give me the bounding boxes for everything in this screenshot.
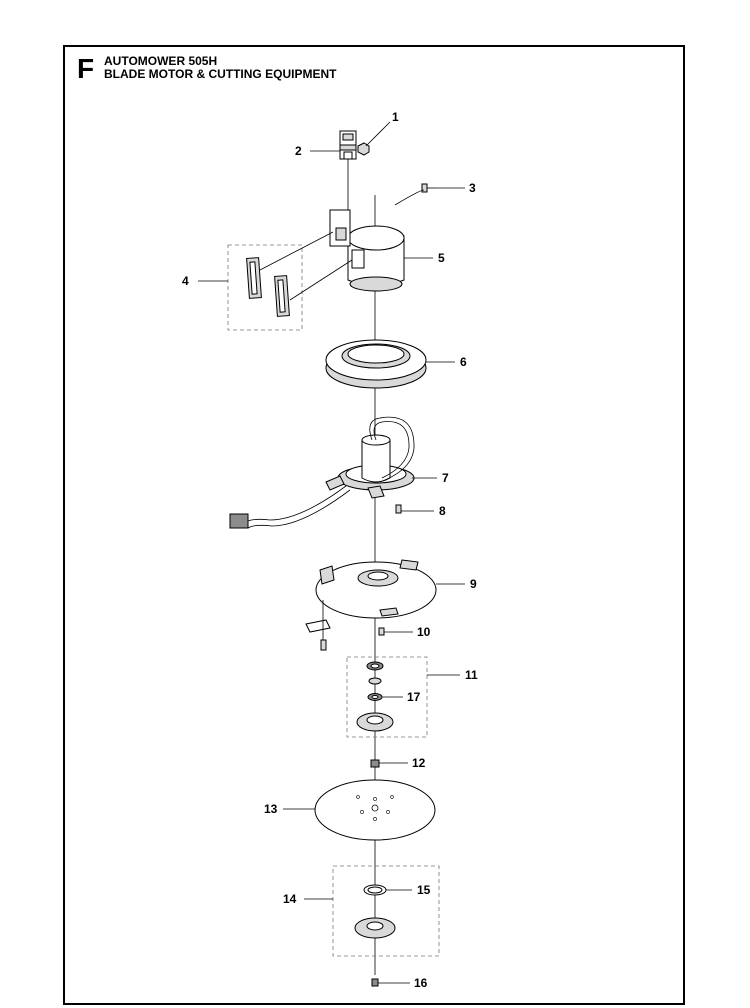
part-11-bearing-kit — [346, 656, 428, 738]
leader-lines — [198, 121, 465, 984]
callout-5: 5 — [438, 251, 445, 265]
part-3-screw — [394, 183, 436, 206]
diagram-title: BLADE MOTOR & CUTTING EQUIPMENT — [104, 67, 337, 81]
part-6-seal-ring — [325, 339, 427, 389]
callout-8: 8 — [439, 504, 446, 518]
callout-6: 6 — [460, 355, 467, 369]
part-13-blade-disc — [314, 779, 436, 841]
section-letter: F — [77, 53, 95, 84]
callout-17: 17 — [407, 690, 421, 704]
callout-1: 1 — [392, 110, 399, 124]
callout-4: 4 — [182, 274, 189, 288]
callout-13: 13 — [264, 802, 278, 816]
diagram-frame — [63, 45, 685, 1005]
callout-14: 14 — [283, 892, 297, 906]
part-5-motor-cover — [329, 209, 405, 292]
callout-11: 11 — [465, 668, 478, 682]
callout-16: 16 — [414, 976, 428, 990]
part-12-nut — [370, 759, 380, 768]
callout-9: 9 — [470, 577, 477, 591]
part-14-blade-hub — [332, 865, 440, 957]
part-2-connector-clip — [339, 130, 357, 160]
callout-3: 3 — [469, 181, 476, 195]
callout-2: 2 — [295, 144, 302, 158]
part-4-guide-rails — [227, 231, 353, 331]
callout-10: 10 — [417, 625, 431, 639]
part-15-o-ring — [363, 884, 387, 896]
callout-12: 12 — [412, 756, 426, 770]
part-10-screw — [378, 627, 385, 636]
part-7-blade-motor — [229, 416, 415, 529]
model-title: AUTOMOWER 505H — [104, 54, 218, 68]
callout-7: 7 — [442, 471, 449, 485]
part-16-screw — [371, 978, 379, 987]
part-8-screw — [395, 504, 402, 514]
callout-15: 15 — [417, 883, 431, 897]
part-9-motor-disc — [305, 559, 437, 651]
